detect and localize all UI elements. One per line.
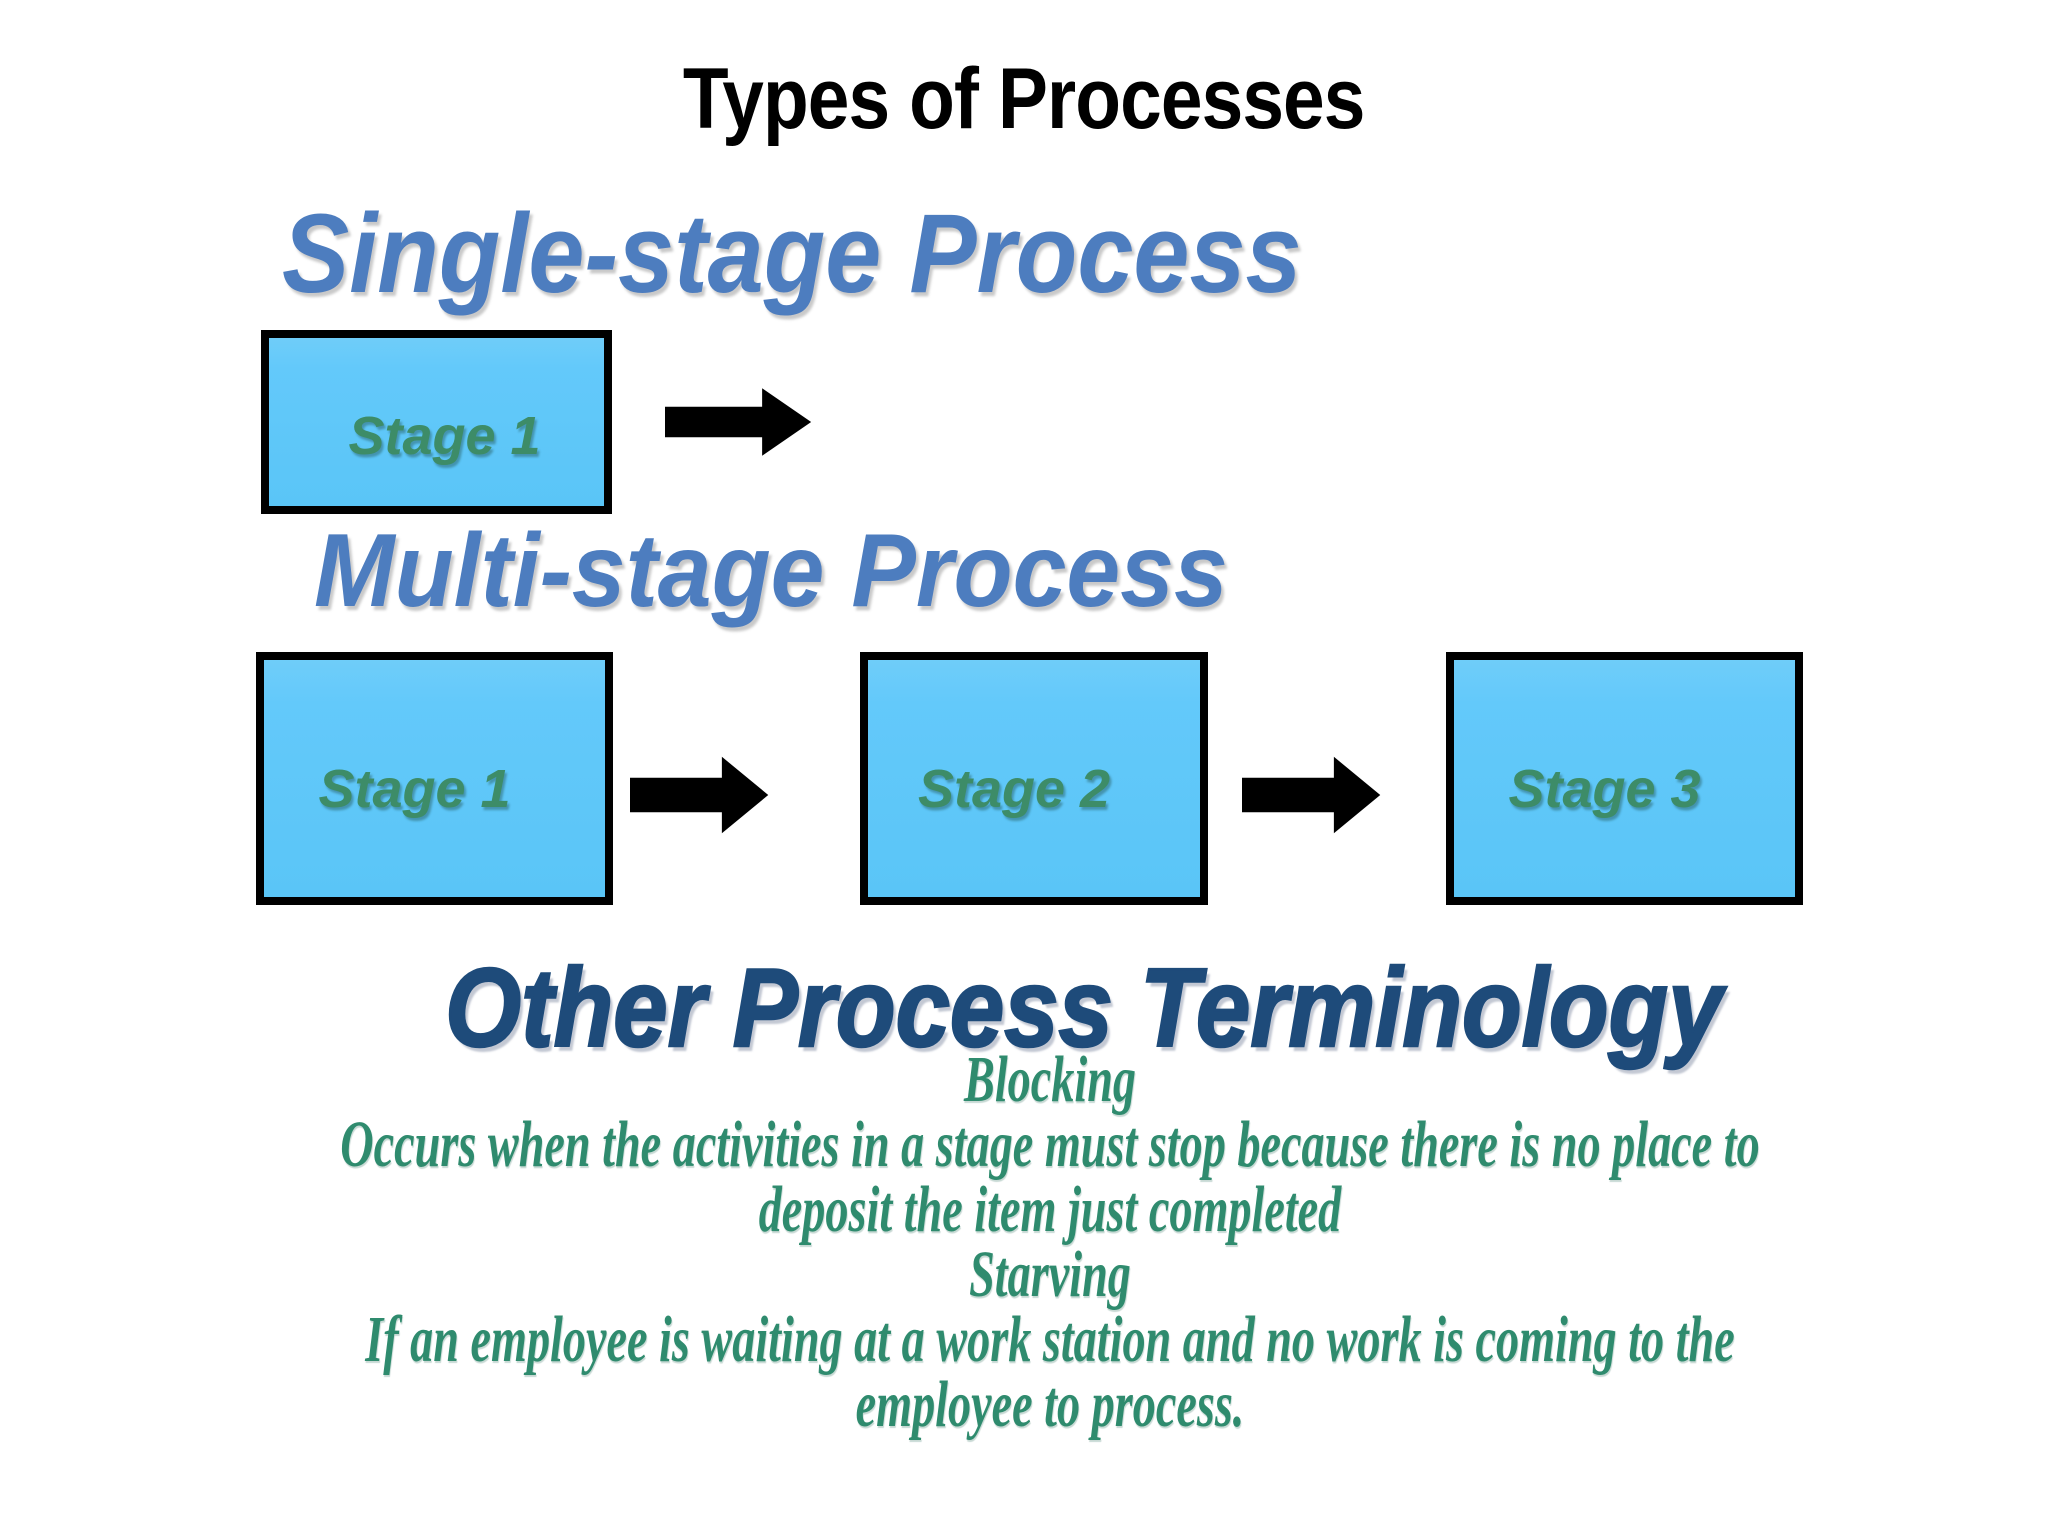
multi-stage-box-1: Stage 1 (256, 652, 613, 905)
terminology-definition-line: If an employee is waiting at a work stat… (365, 1303, 1735, 1376)
arrow-right-icon (630, 756, 769, 834)
stage-label: Stage 3 (1508, 758, 1701, 819)
terminology-heading-text: Other Process Terminology (444, 946, 1724, 1070)
terminology-lines: Blocking Occurs when the activities in a… (333, 1043, 1767, 1441)
single-stage-heading: Single-stage Process (282, 191, 1302, 316)
multi-stage-box-3: Stage 3 (1446, 652, 1803, 905)
stage-label: Stage 2 (917, 758, 1111, 819)
arrow-right-icon (665, 388, 812, 456)
terminology-definition-line: deposit the item just completed (758, 1173, 1342, 1246)
arrow-right-icon (1242, 756, 1381, 834)
terminology-term-starving: Starving (969, 1238, 1131, 1311)
multi-stage-box-2: Stage 2 (860, 652, 1208, 905)
terminology-heading: Other Process Terminology (0, 946, 2048, 1070)
page-title-text: Types of Processes (683, 51, 1365, 147)
page-title: Types of Processes (0, 56, 2048, 142)
terminology-term-blocking: Blocking (963, 1043, 1136, 1116)
terminology-definition-line: employee to process. (855, 1368, 1245, 1441)
stage-label: Stage 1 (348, 406, 541, 466)
multi-stage-heading: Multi-stage Process (314, 513, 1228, 629)
stage-label: Stage 1 (318, 758, 511, 819)
terminology-text-block: Blocking Occurs when the activities in a… (0, 1043, 2048, 1441)
single-stage-box-1: Stage 1 (261, 330, 612, 514)
terminology-definition-line: Occurs when the activities in a stage mu… (340, 1108, 1760, 1181)
